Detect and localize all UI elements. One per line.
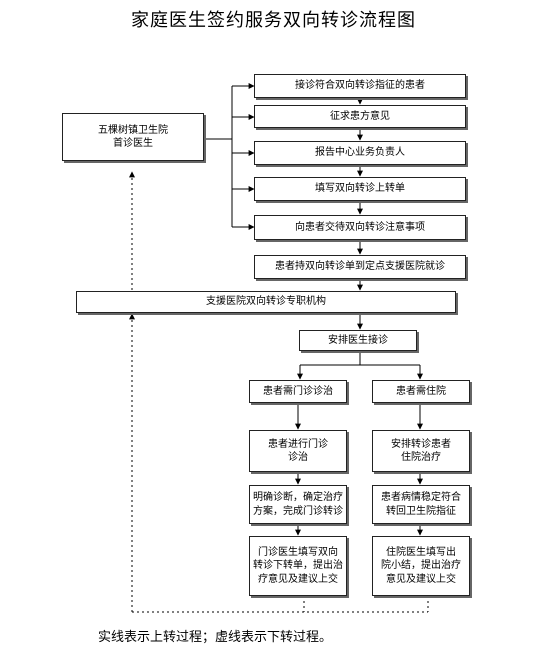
upward-step-4: 填写双向转诊上转单 — [254, 177, 466, 201]
legend-note: 实线表示上转过程；虚线表示下转过程。 — [98, 630, 333, 645]
first-diagnosis-doctor-label: 首诊医生 — [113, 138, 153, 149]
outpatient-step-1: 患者进行门诊 诊治 — [249, 430, 347, 472]
upward-step-5: 向患者交待双向转诊注意事项 — [254, 215, 466, 240]
arrange-doctor-box: 安排医生接诊 — [299, 330, 417, 351]
inpatient-step-3: 住院医生填写出 院小结，提出治疗 意见及建议上交 — [372, 536, 470, 596]
upward-step-1: 接诊符合双向转诊指征的患者 — [254, 74, 466, 98]
diagram-title: 家庭医生签约服务双向转诊流程图 — [131, 10, 416, 31]
township-hospital-box: 五棵树镇卫生院 首诊医生 — [62, 113, 204, 161]
inpatient-step-2: 患者病情稳定符合 转回卫生院指征 — [372, 485, 470, 524]
upward-step-2: 征求患方意见 — [254, 105, 466, 128]
outpatient-step-3: 门诊医生填写双向 转诊下转单，提出治 疗意见及建议上交 — [249, 536, 347, 596]
inpatient-step-1: 安排转诊患者 住院治疗 — [372, 430, 470, 472]
upward-step-3: 报告中心业务负责人 — [254, 141, 466, 165]
township-hospital-label: 五棵树镇卫生院 — [98, 124, 168, 136]
inpatient-head: 患者需住院 — [372, 380, 470, 403]
support-unit-box: 支援医院双向转诊专职机构 — [76, 291, 456, 313]
outpatient-step-2: 明确诊断，确定治疗 方案，完成门诊转诊 — [249, 485, 347, 524]
outpatient-head: 患者需门诊诊治 — [249, 380, 347, 403]
referral-step: 患者持双向转诊单到定点支援医院就诊 — [254, 255, 466, 279]
